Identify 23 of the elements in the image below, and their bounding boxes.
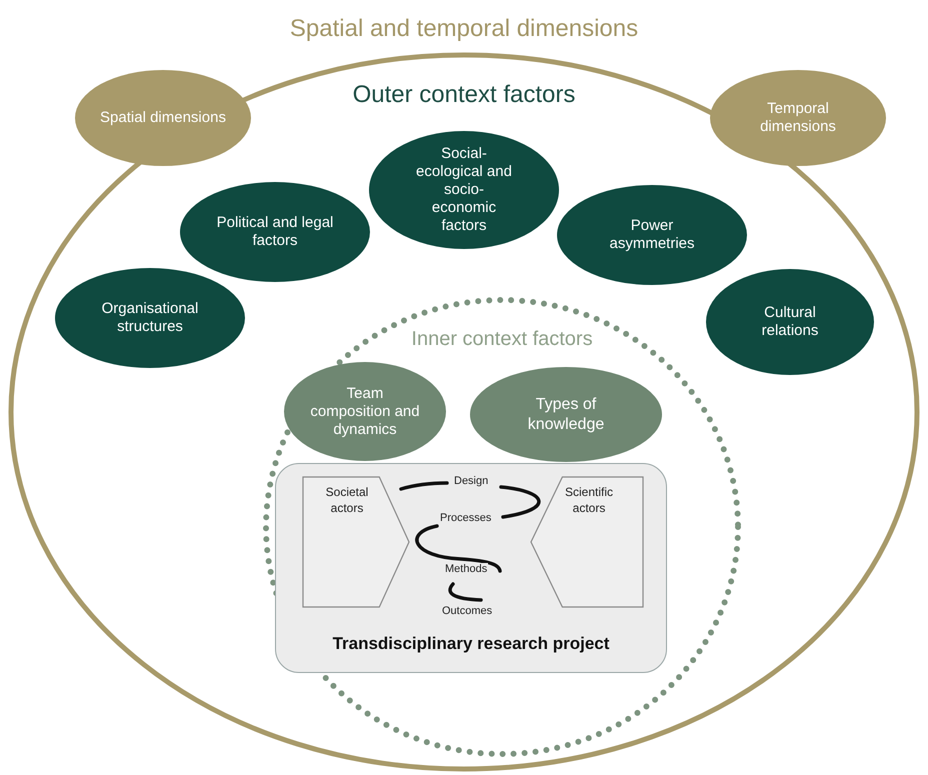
step-label: Processes [439, 512, 492, 524]
context-heading: Spatial and temporal dimensions [290, 15, 638, 43]
project-title: Transdisciplinary research project [332, 634, 610, 654]
context-heading: Inner context factors [411, 328, 593, 351]
factor-label: Team composition and dynamics [309, 384, 421, 438]
actor-label: Scientific actors [564, 485, 614, 516]
actor-shape [531, 477, 643, 607]
step-label: Outcomes [441, 605, 494, 617]
step-label: Methods [444, 563, 488, 575]
actor-shape [303, 477, 409, 607]
factor-label: Temporal dimensions [759, 100, 837, 136]
factor-label: Social-ecological and socio-economic factors [415, 145, 513, 235]
factor-label: Cultural relations [760, 304, 820, 340]
dotted-ellipse [262, 296, 742, 758]
factor-label: Power asymmetries [608, 217, 696, 253]
factor-label: Spatial dimensions [99, 109, 227, 127]
project-box [275, 463, 667, 673]
actor-label: Societal actors [324, 485, 370, 516]
step-label: Design [453, 475, 490, 487]
factor-label: Political and legal factors [216, 214, 334, 250]
factor-label: Organisational structures [100, 300, 200, 336]
context-heading: Outer context factors [352, 81, 576, 109]
factor-label: Types of knowledge [526, 395, 606, 434]
